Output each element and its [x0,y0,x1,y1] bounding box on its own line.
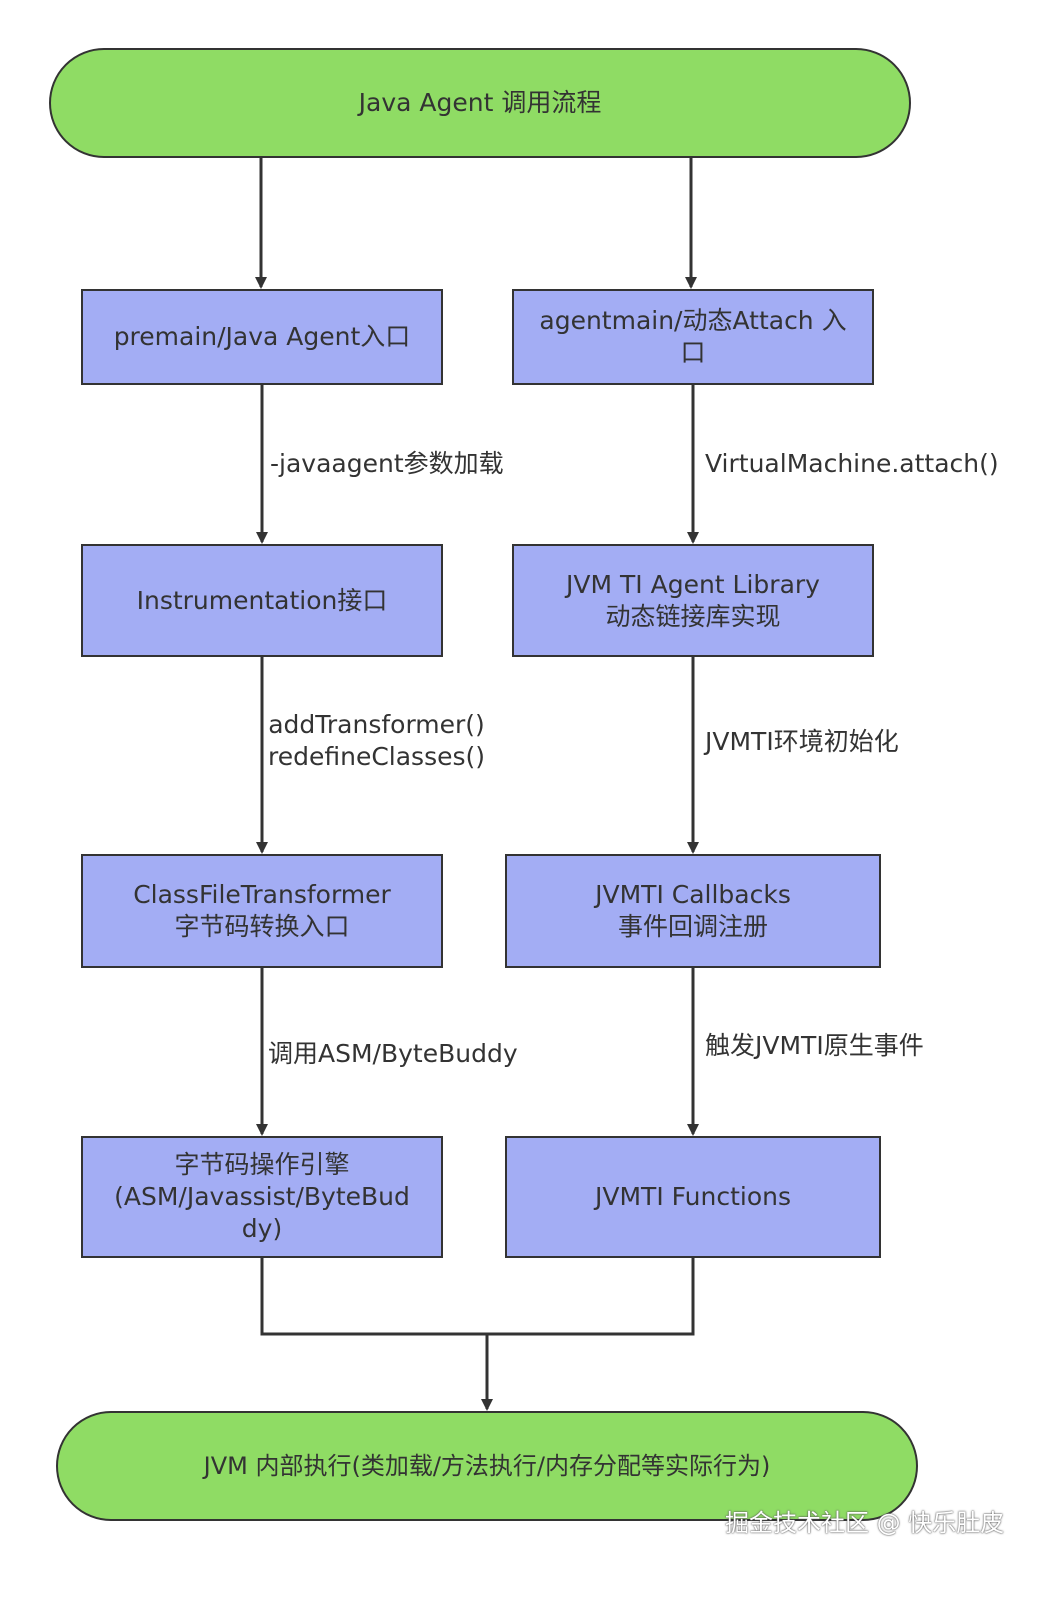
node-jvmti-library-line2: 动态链接库实现 [605,601,781,631]
node-jvmti-library-line1: JVM TI Agent Library [566,569,820,599]
node-agentmain: agentmain/动态Attach 入口 [512,289,874,385]
edge-label-trigger-events: 触发JVMTI原生事件 [705,1030,924,1062]
node-premain-label: premain/Java Agent入口 [113,322,411,351]
edge-merge-branches [260,1258,695,1336]
node-bytecode-engine-line2: (ASM/Javassist/ByteBud [114,1182,410,1211]
node-instrumentation: Instrumentation接口 [81,544,443,657]
node-agentmain-label: agentmain/动态Attach 入口 [539,306,847,367]
edge-label-transformer-methods: addTransformer() redefineClasses() [268,709,486,773]
edge-label-javaagent-param: -javaagent参数加载 [270,448,504,480]
node-end: JVM 内部执行(类加载/方法执行/内存分配等实际行为) [56,1411,918,1521]
edge-label-transformer-methods-line2: redefineClasses() [268,742,486,771]
node-bytecode-engine: 字节码操作引擎 (ASM/Javassist/ByteBud dy) [81,1136,443,1258]
node-end-label: JVM 内部执行(类加载/方法执行/内存分配等实际行为) [203,1452,771,1480]
watermark: 掘金技术社区 @ 快乐肚皮 [725,1509,1005,1537]
node-jvmti-callbacks-line2: 事件回调注册 [617,912,768,941]
edge-label-call-asm: 调用ASM/ByteBuddy [268,1038,518,1070]
node-start-label: Java Agent 调用流程 [358,88,602,117]
edge-label-jvmti-init: JVMTI环境初始化 [705,726,899,758]
node-jvmti-library: JVM TI Agent Library 动态链接库实现 [512,544,874,657]
edge-label-transformer-methods-line1: addTransformer() [268,710,485,739]
node-classfile-transformer-line2: 字节码转换入口 [174,912,350,941]
node-bytecode-engine-line3: dy) [241,1214,283,1243]
node-classfile-transformer: ClassFileTransformer 字节码转换入口 [81,854,443,968]
node-classfile-transformer-line1: ClassFileTransformer [133,880,391,909]
node-premain: premain/Java Agent入口 [81,289,443,385]
node-jvmti-functions-label: JVMTI Functions [595,1182,791,1211]
node-jvmti-callbacks-line1: JVMTI Callbacks [595,880,791,909]
node-jvmti-callbacks: JVMTI Callbacks 事件回调注册 [505,854,881,968]
edge-label-vm-attach: VirtualMachine.attach() [705,448,999,480]
node-start: Java Agent 调用流程 [49,48,911,158]
node-jvmti-functions: JVMTI Functions [505,1136,881,1258]
node-instrumentation-label: Instrumentation接口 [136,585,388,615]
node-bytecode-engine-line1: 字节码操作引擎 [174,1150,350,1179]
